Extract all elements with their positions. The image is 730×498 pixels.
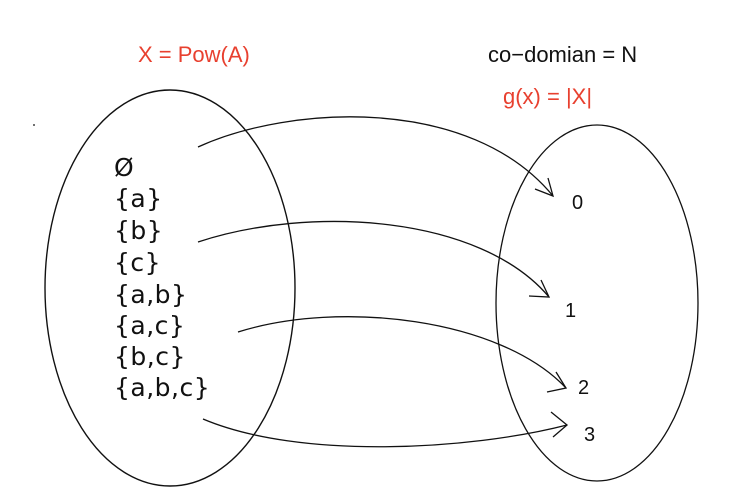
arrow-empty-to-0 — [197, 116, 554, 198]
codomain-element-1: 1 — [565, 300, 577, 322]
arrow-ac-to-2 — [237, 316, 568, 393]
arrow-abc-to-3 — [202, 411, 569, 448]
domain-element-b: {b} — [114, 216, 164, 245]
domain-element-ac: {a,c} — [114, 311, 186, 340]
domain-element-bc: {b,c} — [114, 342, 186, 371]
domain-element-a: {a} — [114, 184, 163, 213]
codomain-element-3: 3 — [584, 424, 596, 446]
function-rule: g(x) = |X| — [503, 84, 593, 109]
stray-dot — [33, 124, 35, 126]
domain-element-empty-set: Ø — [114, 153, 135, 182]
domain-title: X = Pow(A) — [138, 42, 250, 67]
codomain-element-0: 0 — [572, 192, 584, 214]
domain-ellipse — [44, 89, 296, 487]
codomain-ellipse — [495, 124, 699, 482]
domain-element-abc: {a,b,c} — [114, 373, 211, 402]
codomain-element-2: 2 — [578, 377, 590, 399]
domain-element-c: {c} — [114, 248, 162, 277]
codomain-title: co−domian = N — [488, 42, 638, 67]
arrow-b-to-1 — [197, 220, 551, 298]
domain-element-ab: {a,b} — [114, 280, 188, 309]
